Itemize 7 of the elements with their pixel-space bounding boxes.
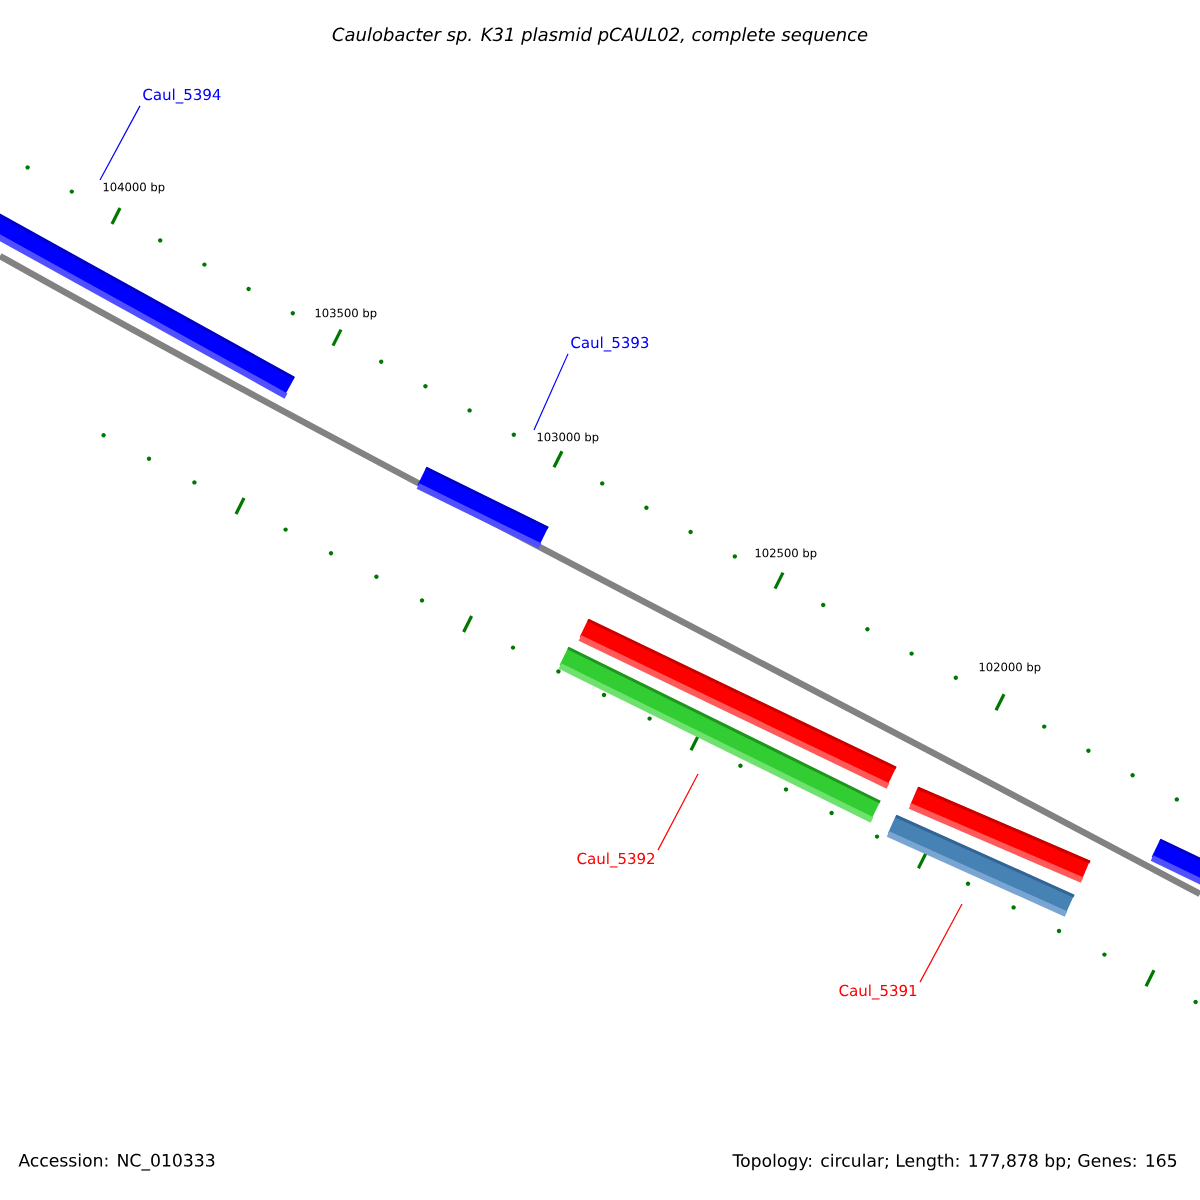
leader-line	[657, 773, 699, 851]
leader-line	[99, 105, 141, 181]
title: Caulobacter sp. K31 plasmid pCAUL02, complete sequence	[332, 27, 868, 45]
leader-line	[533, 353, 569, 431]
leader-line	[919, 903, 963, 983]
topology-text: Topology: circular; Length: 177,878 bp; Genes: 165	[732, 1153, 1177, 1171]
accession-text: Accession: NC_010333	[18, 1153, 215, 1171]
